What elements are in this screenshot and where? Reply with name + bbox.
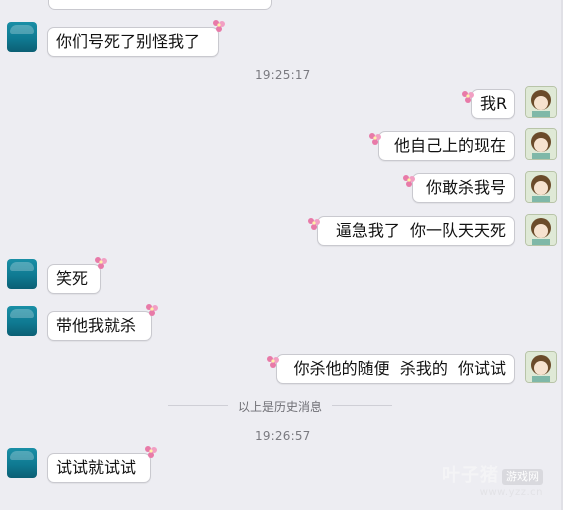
message-text: 你们号死了别怪我了 [56, 32, 201, 51]
message-bubble: 我R [471, 89, 515, 119]
message-text: 笑死 [56, 269, 89, 288]
message-text: 他自己上的现在 [393, 136, 506, 155]
user-avatar[interactable] [525, 86, 557, 118]
flower-icon [146, 304, 158, 316]
message-text: 逼急我了 你一队天天死 [335, 221, 506, 240]
message-text: 试试就试试 [56, 458, 137, 477]
message-bubble: 你杀他的随便 杀我的 你试试 [276, 354, 515, 384]
message-bubble: 你敢杀我号 [412, 173, 515, 203]
cut-off-message-bubble [48, 0, 272, 10]
message-bubble: 带他我就杀 [47, 311, 152, 341]
message-bubble: 试试就试试 [47, 453, 151, 483]
user-avatar[interactable] [525, 128, 557, 160]
contact-avatar[interactable] [7, 22, 37, 52]
timestamp: 19:25:17 [255, 68, 311, 82]
flower-icon [308, 218, 320, 230]
message-bubble: 笑死 [47, 264, 101, 294]
divider-line [168, 405, 228, 406]
message-bubble: 你们号死了别怪我了 [47, 27, 219, 57]
flower-icon [403, 175, 415, 187]
contact-avatar[interactable] [7, 448, 37, 478]
message-text: 你杀他的随便 杀我的 你试试 [293, 359, 506, 378]
user-avatar[interactable] [525, 214, 557, 246]
flower-icon [95, 257, 107, 269]
user-avatar[interactable] [525, 171, 557, 203]
message-text: 带他我就杀 [56, 316, 137, 335]
watermark-badge: 游戏网 [502, 468, 543, 485]
flower-icon [462, 91, 474, 103]
timestamp: 19:26:57 [255, 429, 311, 443]
flower-icon [145, 446, 157, 458]
flower-icon [267, 356, 279, 368]
watermark: 叶子猪游戏网 www.yzz.cn [442, 461, 543, 498]
divider-line [332, 405, 392, 406]
history-divider-label: 以上是历史消息 [238, 400, 323, 414]
message-bubble: 他自己上的现在 [378, 131, 515, 161]
message-text: 我R [480, 94, 508, 113]
message-text: 你敢杀我号 [425, 178, 506, 197]
scrollbar[interactable] [561, 0, 563, 510]
flower-icon [213, 20, 225, 32]
watermark-title: 叶子猪 [442, 465, 499, 486]
watermark-url: www.yzz.cn [479, 487, 543, 498]
contact-avatar[interactable] [7, 259, 37, 289]
flower-icon [369, 133, 381, 145]
contact-avatar[interactable] [7, 306, 37, 336]
user-avatar[interactable] [525, 351, 557, 383]
message-bubble: 逼急我了 你一队天天死 [317, 216, 515, 246]
